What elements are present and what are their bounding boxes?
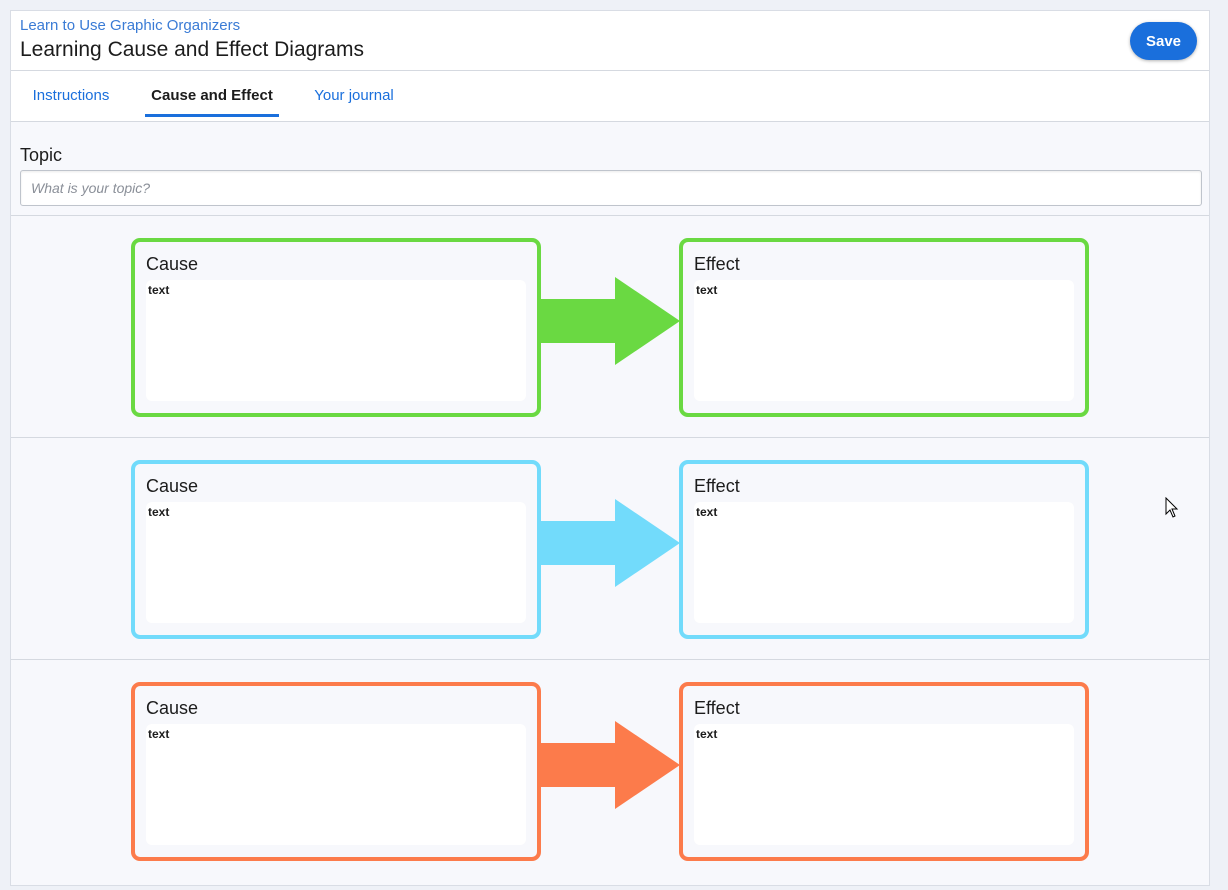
effect-text-placeholder: text: [696, 283, 718, 297]
cause-box: Cause text: [131, 682, 541, 861]
effect-text-placeholder: text: [696, 727, 718, 741]
cause-text-area[interactable]: text: [146, 724, 526, 845]
page-title: Learning Cause and Effect Diagrams: [20, 38, 364, 61]
tab-instructions[interactable]: Instructions: [32, 87, 110, 104]
topic-input[interactable]: [20, 170, 1202, 206]
cause-effect-row: Cause text Effect text: [11, 660, 1209, 882]
cause-text-placeholder: text: [148, 283, 170, 297]
right-arrow-icon: [539, 499, 680, 587]
right-arrow-icon: [539, 277, 680, 365]
mouse-pointer-icon: [1165, 497, 1179, 518]
cause-effect-row: Cause text Effect text: [11, 438, 1209, 660]
cause-effect-rows: Cause text Effect text Cause text: [11, 216, 1209, 882]
effect-text-area[interactable]: text: [694, 280, 1074, 401]
topic-label: Topic: [20, 145, 63, 165]
app-window: Learn to Use Graphic Organizers Learning…: [10, 10, 1210, 886]
tab-your-journal[interactable]: Your journal: [314, 87, 394, 104]
effect-box: Effect text: [679, 460, 1089, 639]
cause-text-placeholder: text: [148, 505, 170, 519]
effect-title: Effect: [694, 254, 740, 274]
save-button[interactable]: Save: [1130, 22, 1197, 60]
cause-effect-row: Cause text Effect text: [11, 216, 1209, 438]
cause-text-placeholder: text: [148, 727, 170, 741]
cause-box: Cause text: [131, 460, 541, 639]
cause-title: Cause: [146, 254, 199, 274]
cause-title: Cause: [146, 698, 199, 718]
effect-text-area[interactable]: text: [694, 502, 1074, 623]
tab-bar: Instructions Cause and Effect Your journ…: [11, 71, 1209, 122]
effect-title: Effect: [694, 476, 740, 496]
cause-text-area[interactable]: text: [146, 502, 526, 623]
breadcrumb-link[interactable]: Learn to Use Graphic Organizers: [20, 17, 241, 34]
right-arrow-icon: [539, 721, 680, 809]
cause-title: Cause: [146, 476, 199, 496]
effect-title: Effect: [694, 698, 740, 718]
effect-text-area[interactable]: text: [694, 724, 1074, 845]
tab-cause-and-effect[interactable]: Cause and Effect: [145, 71, 279, 117]
effect-text-placeholder: text: [696, 505, 718, 519]
topic-section: Topic: [11, 122, 1209, 216]
effect-box: Effect text: [679, 238, 1089, 417]
cause-box: Cause text: [131, 238, 541, 417]
effect-box: Effect text: [679, 682, 1089, 861]
header: Learn to Use Graphic Organizers Learning…: [11, 11, 1209, 71]
cause-text-area[interactable]: text: [146, 280, 526, 401]
